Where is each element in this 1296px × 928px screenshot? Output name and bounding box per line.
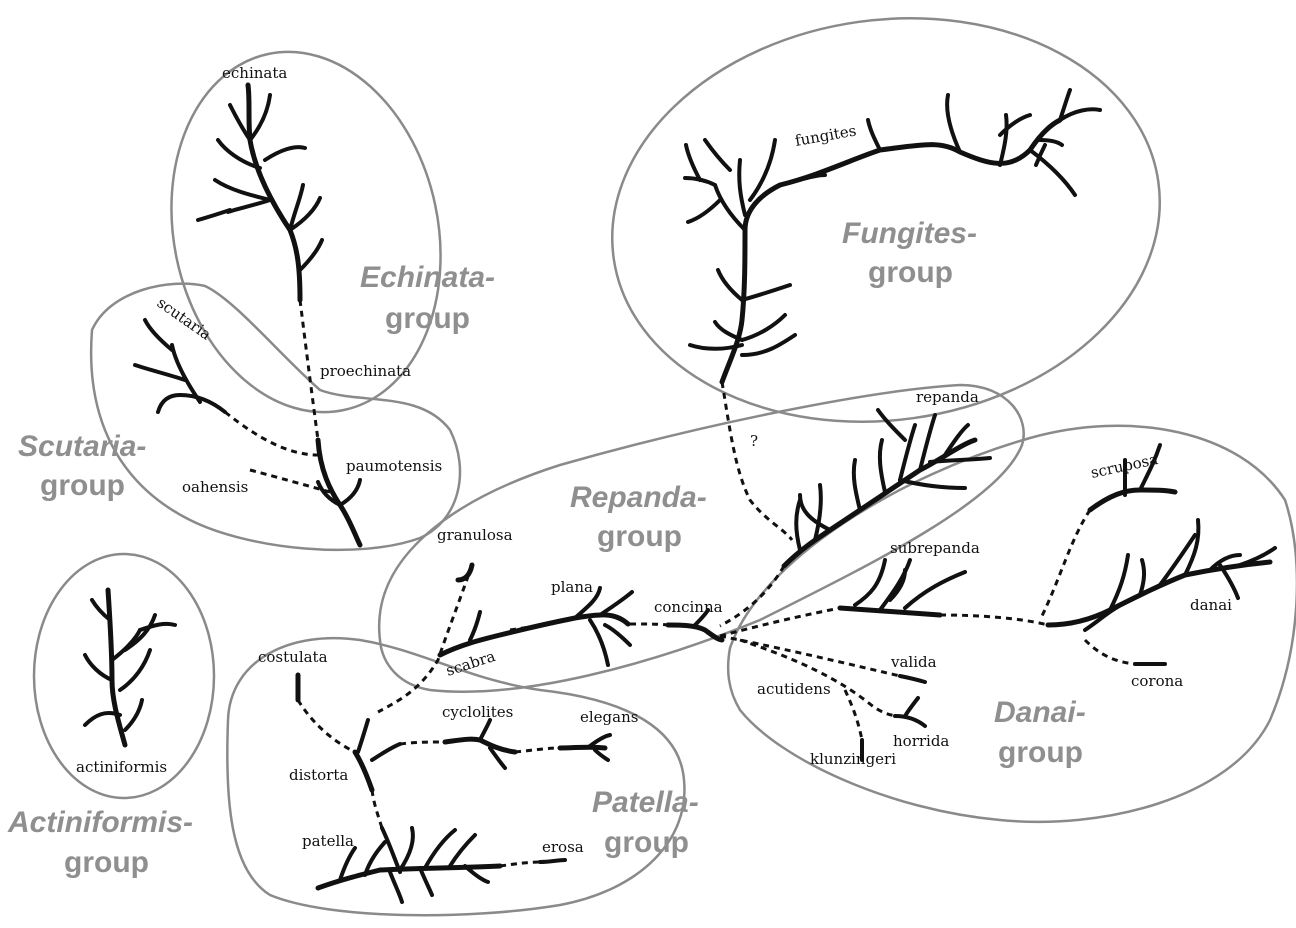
group-suffix-scutaria: group [40, 469, 125, 502]
group-suffix-danai: group [998, 736, 1083, 769]
label-klunzingeri: klunzingeri [810, 750, 896, 768]
label-corona: corona [1131, 672, 1183, 690]
group-label-fungites: Fungites- [842, 217, 977, 250]
label-cyclolites: cyclolites [442, 703, 513, 721]
group-label-actiniformis: Actiniformis- [7, 806, 193, 839]
actiniformis-tree [83, 587, 177, 748]
label-actiniformis: actiniformis [76, 758, 167, 776]
group-suffix-actiniformis: group [64, 846, 149, 879]
group-label-echinata: Echinata- [360, 261, 495, 294]
group-labels: Echinata- group Scutaria- group Actinifo… [7, 217, 1086, 879]
label-repanda: repanda [916, 388, 979, 406]
group-outlines [32, 17, 1296, 917]
repanda-region [377, 383, 1025, 693]
group-label-scutaria: Scutaria- [18, 430, 146, 463]
label-plana: plana [551, 578, 593, 596]
label-distorta: distorta [289, 766, 348, 784]
label-question: ? [750, 432, 758, 450]
group-label-repanda: Repanda- [570, 481, 707, 514]
label-fungites: fungites [794, 121, 858, 149]
label-oahensis: oahensis [182, 478, 248, 496]
echinata-tree [196, 82, 324, 303]
group-suffix-patella: group [604, 826, 689, 859]
label-echinata: echinata [222, 64, 287, 82]
danai-region [726, 424, 1296, 824]
patella-region [226, 636, 686, 917]
scutaria-tree [133, 318, 363, 548]
label-costulata: costulata [258, 648, 328, 666]
patella-tree [295, 672, 612, 904]
group-label-patella: Patella- [592, 786, 699, 819]
label-danai: danai [1190, 596, 1232, 614]
label-horrida: horrida [893, 732, 949, 750]
label-elegans: elegans [580, 708, 638, 726]
label-concinna: concinna [654, 598, 723, 616]
group-suffix-repanda: group [597, 520, 682, 553]
fungites-region [611, 17, 1161, 423]
label-granulosa: granulosa [437, 526, 513, 544]
valida-horrida-tree [860, 674, 927, 762]
label-subrepanda: subrepanda [890, 539, 980, 557]
scabra-plana-tree [437, 562, 725, 667]
echinata-region [170, 50, 442, 414]
label-acutidens: acutidens [757, 680, 831, 698]
label-proechinata: proechinata [320, 362, 411, 380]
repanda-tree [781, 408, 992, 569]
label-paumotensis: paumotensis [346, 457, 442, 475]
group-label-danai: Danai- [994, 696, 1086, 729]
danai-tree [837, 443, 1277, 666]
label-scutaria: scutaria [154, 294, 215, 344]
fungites-tree [683, 88, 1102, 385]
scutaria-region [89, 282, 462, 552]
label-patella: patella [302, 832, 354, 850]
label-erosa: erosa [542, 838, 584, 856]
label-valida: valida [890, 653, 937, 671]
group-suffix-echinata: group [385, 302, 470, 335]
dashed-links [224, 299, 1136, 868]
group-suffix-fungites: group [868, 256, 953, 289]
actiniformis-region [32, 552, 216, 800]
